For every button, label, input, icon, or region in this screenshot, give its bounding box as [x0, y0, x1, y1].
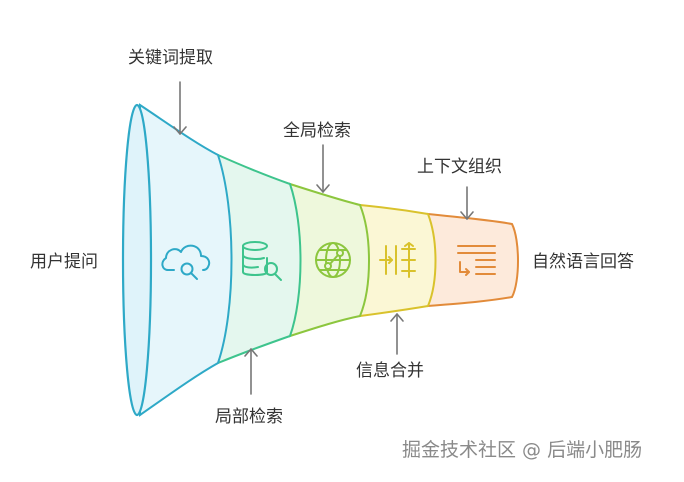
- funnel-segment-5: [427, 212, 519, 308]
- output-label-natural-language-answer: 自然语言回答: [532, 252, 634, 272]
- funnel-segment-1: [139, 103, 233, 417]
- text-list-icon: [457, 245, 496, 276]
- arrow-context-organize: [460, 186, 474, 220]
- input-label-user-question: 用户提问: [30, 252, 98, 272]
- arrow-info-merge: [390, 313, 404, 355]
- funnel-mouth: [121, 103, 153, 417]
- stage-label-info-merge: 信息合并: [356, 361, 424, 381]
- stage-label-context-organize: 上下文组织: [417, 157, 502, 177]
- funnel-segment-4: [359, 203, 437, 318]
- watermark: 掘金技术社区 @ 后端小肥肠: [402, 439, 643, 461]
- merge-icon: [379, 242, 416, 278]
- stage-label-local-search: 局部检索: [215, 407, 283, 427]
- arrow-local-search: [244, 348, 258, 395]
- stage-label-global-search: 全局检索: [283, 121, 351, 141]
- cloud-search-icon: [161, 244, 211, 280]
- arrow-global-search: [316, 144, 330, 193]
- database-search-icon: [242, 241, 282, 281]
- globe-network-icon: [315, 242, 351, 278]
- arrow-keyword-extraction: [173, 81, 187, 135]
- stage-label-keyword-extraction: 关键词提取: [128, 48, 213, 68]
